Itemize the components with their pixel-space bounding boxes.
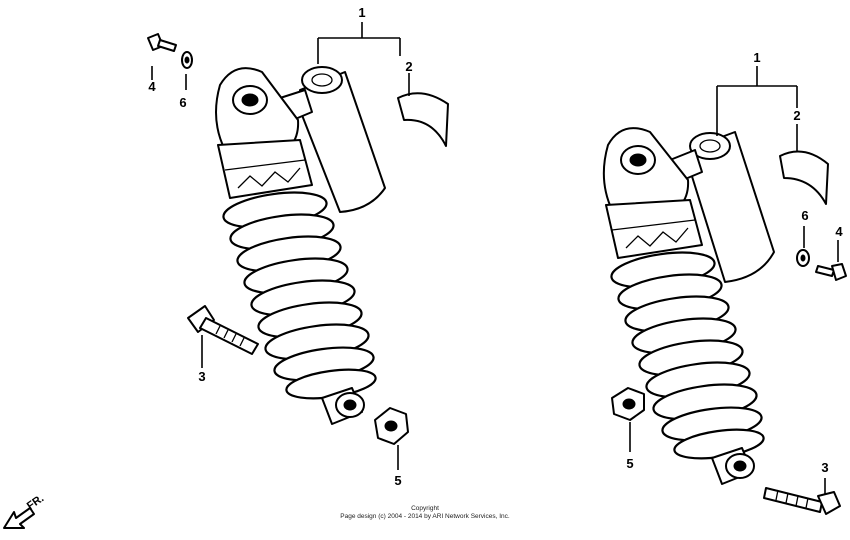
left-reservoir <box>279 66 386 213</box>
left-bolt-part-3 <box>187 305 259 355</box>
left-nut-part-5 <box>374 407 409 445</box>
callout-3-left: 3 <box>198 369 205 384</box>
left-leader-lines <box>151 22 410 470</box>
callout-3-right: 3 <box>821 460 828 475</box>
right-nut-part-5 <box>611 387 645 421</box>
callout-6-right: 6 <box>801 208 808 223</box>
right-band-part-2 <box>779 150 829 205</box>
callout-4-left: 4 <box>148 79 156 94</box>
copyright-notice: Copyright Page design (c) 2004 - 2014 by… <box>340 505 510 520</box>
left-band-part-2 <box>397 92 449 147</box>
callout-1-left: 1 <box>358 5 365 20</box>
callout-5-right: 5 <box>626 456 633 471</box>
callout-2-left: 2 <box>405 59 412 74</box>
left-shock-assembly: 1 2 3 4 5 6 <box>147 5 449 488</box>
left-spring <box>222 191 377 400</box>
callout-4-right: 4 <box>835 224 843 239</box>
callout-6-left: 6 <box>179 95 186 110</box>
right-spring <box>610 251 765 460</box>
front-arrow-icon <box>3 507 35 529</box>
left-shock-bottom-eye <box>321 387 365 425</box>
right-shock-top <box>602 127 703 259</box>
left-bolt-part-4 <box>147 33 177 52</box>
right-shock-bottom-eye <box>711 447 755 485</box>
right-washer-part-6 <box>796 249 810 267</box>
right-bolt-part-3 <box>763 487 841 515</box>
left-washer-part-6 <box>181 51 193 69</box>
copyright-line-1: Copyright <box>411 505 439 512</box>
right-bolt-part-4 <box>815 263 847 281</box>
left-shock-top <box>215 67 313 199</box>
right-reservoir <box>669 131 775 283</box>
front-direction-indicator: FR. <box>3 492 46 529</box>
right-leader-lines <box>629 66 839 494</box>
copyright-line-2: Page design (c) 2004 - 2014 by ARI Netwo… <box>340 513 510 520</box>
callout-5-left: 5 <box>394 473 401 488</box>
callout-1-right: 1 <box>753 50 760 65</box>
right-shock-assembly: 1 2 3 4 5 6 <box>602 50 847 515</box>
callout-2-right: 2 <box>793 108 800 123</box>
